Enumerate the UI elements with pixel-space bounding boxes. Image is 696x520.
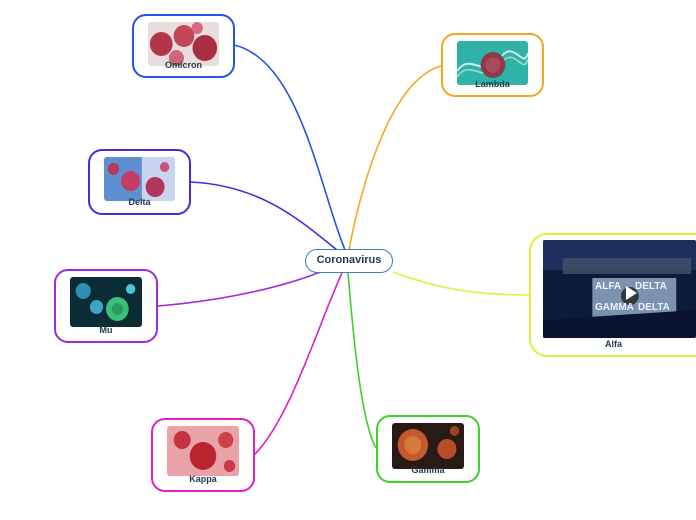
mu-image xyxy=(70,277,142,327)
video-word-3: GAMMA xyxy=(595,302,634,313)
kappa-label: Kappa xyxy=(189,474,217,484)
video-word-4: DELTA xyxy=(638,302,670,313)
link-delta xyxy=(189,181,338,251)
node-kappa[interactable]: Kappa xyxy=(151,418,255,492)
mu-label: Mu xyxy=(99,325,113,335)
kappa-image xyxy=(167,426,239,476)
video-word-1: ALFA xyxy=(595,281,622,292)
omicron-label: Omicron xyxy=(164,60,202,70)
gamma-image xyxy=(392,423,464,469)
play-icon[interactable] xyxy=(626,286,637,300)
lambda-label: Lambda xyxy=(475,79,510,89)
video-word-2: DELTA xyxy=(635,281,667,292)
lambda-image xyxy=(457,41,528,85)
omicron-image xyxy=(148,22,219,66)
link-alfa xyxy=(392,271,530,296)
alfa-label: Alfa xyxy=(604,339,622,349)
node-omicron[interactable]: Omicron xyxy=(132,14,235,78)
delta-image xyxy=(104,157,175,201)
alfa-video-thumbnail[interactable]: ALFA DELTA GAMMA DELTA xyxy=(543,240,696,338)
delta-label: Delta xyxy=(128,197,151,207)
link-kappa xyxy=(253,272,343,456)
node-delta[interactable]: Delta xyxy=(88,149,191,215)
link-mu xyxy=(157,269,326,307)
link-omicron xyxy=(233,44,346,251)
node-mu[interactable]: Mu xyxy=(54,269,158,343)
central-topic[interactable]: Coronavirus xyxy=(305,249,393,273)
link-gamma xyxy=(347,272,377,449)
link-lambda xyxy=(348,65,442,251)
node-lambda[interactable]: Lambda xyxy=(441,33,544,97)
central-topic-label: Coronavirus xyxy=(316,254,382,266)
gamma-label: Gamma xyxy=(411,465,445,475)
node-gamma[interactable]: Gamma xyxy=(376,415,480,483)
node-alfa[interactable]: ALFA DELTA GAMMA DELTA Alfa xyxy=(529,233,696,357)
